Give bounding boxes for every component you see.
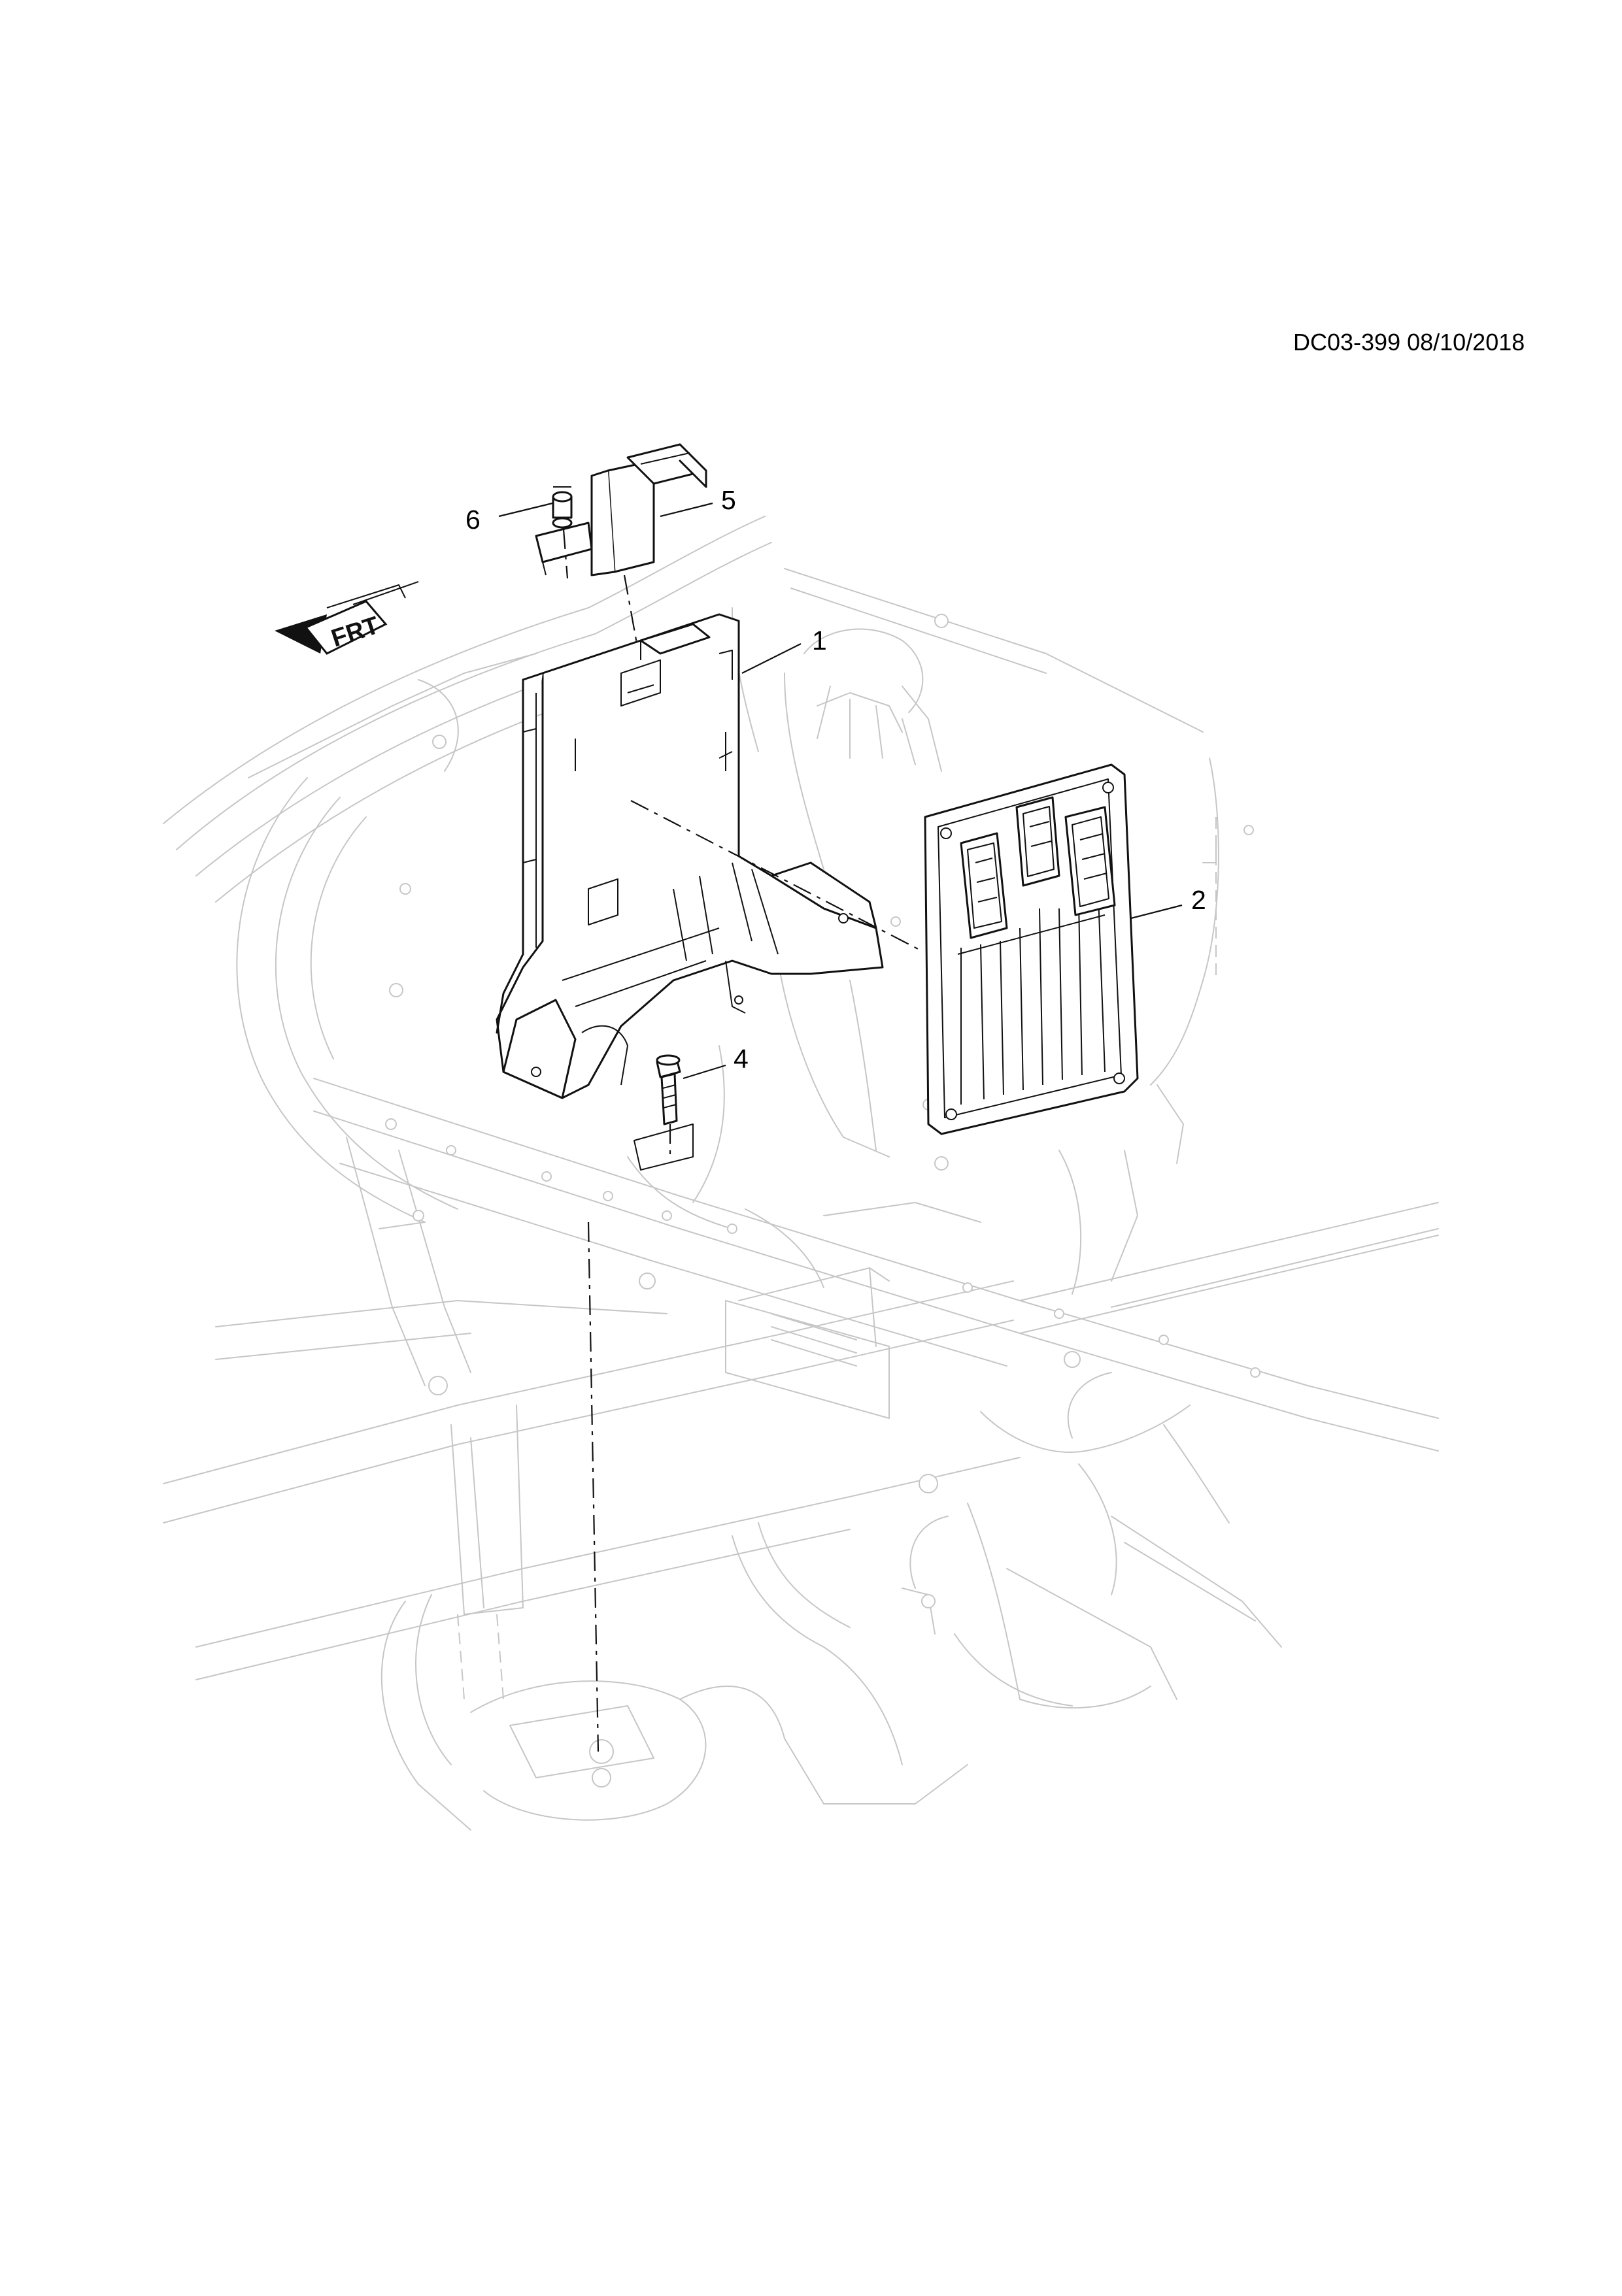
document-id: DC03-399 08/10/2018 (1293, 329, 1525, 356)
callout-1: 1 (812, 625, 827, 656)
callout-2: 2 (1191, 885, 1206, 915)
callout-4: 4 (734, 1044, 749, 1074)
nut-icon (552, 486, 573, 529)
leader-lines (498, 502, 1183, 1080)
callout-5: 5 (721, 485, 736, 515)
control-module-icon (924, 763, 1139, 1135)
alignment-line-module (630, 800, 922, 952)
bolt-icon (656, 1054, 681, 1125)
upper-bracket-icon (535, 443, 707, 576)
alignment-line-bracket (623, 574, 639, 648)
alignment-line-frame (587, 1222, 600, 1752)
bolt-seat (634, 1123, 694, 1171)
callout-6: 6 (465, 505, 481, 535)
vehicle-chassis-background (163, 516, 1439, 1831)
mounting-bracket-icon (496, 613, 884, 1099)
front-direction-arrow-icon: FRT (275, 581, 419, 655)
alignment-line-nut (562, 529, 569, 579)
